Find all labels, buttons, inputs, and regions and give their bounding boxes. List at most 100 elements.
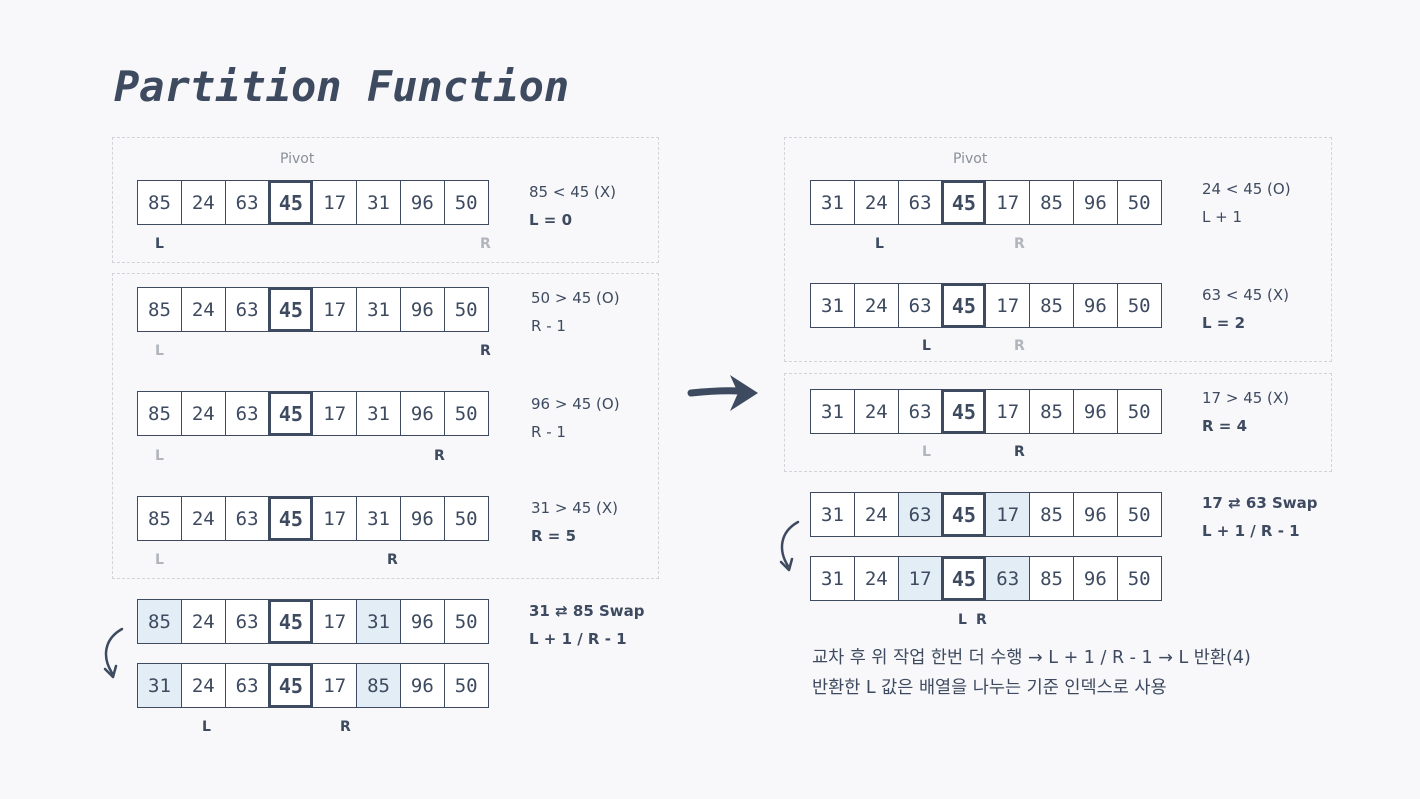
pivot-cell: 45 [268, 180, 314, 225]
array-cell: 24 [180, 391, 226, 436]
pivot-cell: 45 [941, 283, 987, 328]
array-cell: 24 [853, 180, 899, 225]
array-cell: 85 [137, 496, 182, 541]
step-condition: 63 < 45 (X) [1202, 286, 1290, 304]
step-action: R = 5 [531, 527, 576, 545]
pivot-cell: 45 [941, 556, 987, 601]
array-cell: 63 [224, 496, 270, 541]
right-pointer: R [1014, 236, 1025, 252]
array-cell: 50 [443, 663, 489, 708]
swap-label: 31 ⇄ 85 Swap [529, 602, 645, 620]
group-left-2 [112, 273, 659, 579]
array-cell: 24 [180, 599, 226, 644]
left-pointer: L [155, 448, 164, 464]
array-cell: 63 [224, 663, 270, 708]
left-pointer: L [155, 552, 164, 568]
swap-cell: 17 [985, 492, 1031, 537]
pivot-cell: 45 [941, 180, 987, 225]
array-row: 85 24 63 45 17 31 96 50 [137, 496, 489, 541]
step-condition: 85 < 45 (X) [529, 183, 617, 201]
array-cell: 31 [810, 492, 855, 537]
array-cell: 17 [312, 496, 358, 541]
array-row: 31 24 63 45 17 85 96 50 [810, 283, 1162, 328]
step-note: 85 < 45 (X) L = 0 [529, 178, 616, 234]
array-cell: 96 [1072, 492, 1118, 537]
footer-line-2: 반환한 L 값은 배열을 나누는 기준 인덱스로 사용 [812, 678, 1167, 698]
array-cell: 31 [810, 180, 855, 225]
step-action: R - 1 [531, 423, 566, 441]
pivot-cell: 45 [268, 663, 314, 708]
swap-cell: 85 [356, 663, 402, 708]
swap-cell: 85 [137, 599, 182, 644]
right-pointer: R [480, 343, 491, 359]
left-pointer: L [922, 338, 931, 354]
array-cell: 63 [897, 283, 943, 328]
left-pointer: L [958, 612, 967, 628]
array-cell: 96 [399, 180, 445, 225]
curved-arrow-icon [103, 627, 124, 679]
arrow-right-icon [687, 375, 758, 411]
step-note: 24 < 45 (O) L + 1 [1202, 175, 1291, 231]
array-cell: 50 [443, 599, 489, 644]
step-action: L + 1 [1202, 208, 1243, 226]
step-action: R - 1 [531, 317, 566, 335]
swap-cell: 63 [897, 492, 943, 537]
array-cell: 24 [180, 287, 226, 332]
page-title: Partition Function [114, 62, 570, 111]
array-cell: 96 [399, 599, 445, 644]
array-row: 85 24 63 45 17 31 96 50 [137, 180, 489, 225]
array-cell: 17 [985, 389, 1031, 434]
array-cell: 50 [443, 287, 489, 332]
pivot-cell: 45 [268, 496, 314, 541]
right-pointer: R [480, 236, 491, 252]
array-cell: 96 [399, 496, 445, 541]
left-pointer: L [875, 236, 884, 252]
step-note: 50 > 45 (O) R - 1 [531, 284, 620, 340]
array-cell: 85 [137, 180, 182, 225]
right-pointer: R [1014, 444, 1025, 460]
array-cell: 96 [1072, 283, 1118, 328]
step-condition: 31 > 45 (X) [531, 499, 619, 517]
array-cell: 31 [356, 391, 402, 436]
array-cell: 24 [853, 389, 899, 434]
swap-note: 31 ⇄ 85 Swap L + 1 / R - 1 [529, 597, 645, 653]
swap-cell: 17 [897, 556, 943, 601]
step-note: 96 > 45 (O) R - 1 [531, 390, 620, 446]
array-cell: 63 [897, 389, 943, 434]
group-left-1 [112, 137, 659, 263]
array-cell: 17 [985, 180, 1031, 225]
array-cell: 24 [180, 496, 226, 541]
array-row: 85 24 63 45 17 31 96 50 [137, 287, 489, 332]
array-cell: 50 [443, 180, 489, 225]
array-cell: 31 [810, 556, 855, 601]
step-condition: 96 > 45 (O) [531, 395, 620, 413]
array-cell: 17 [312, 663, 358, 708]
array-row: 31 24 63 45 17 85 96 50 [810, 492, 1162, 537]
step-action: L = 0 [529, 211, 573, 229]
swap-action: L + 1 / R - 1 [529, 630, 627, 648]
array-cell: 50 [1116, 180, 1162, 225]
array-cell: 85 [1029, 556, 1075, 601]
array-row: 31 24 63 45 17 85 96 50 [137, 663, 489, 708]
array-cell: 50 [1116, 556, 1162, 601]
array-cell: 24 [180, 663, 226, 708]
left-pointer: L [155, 343, 164, 359]
array-cell: 31 [356, 496, 402, 541]
array-cell: 17 [312, 180, 358, 225]
array-cell: 96 [1072, 180, 1118, 225]
array-cell: 17 [312, 287, 358, 332]
pivot-label-right: Pivot [953, 151, 988, 167]
pivot-cell: 45 [941, 492, 987, 537]
footer-explanation: 교차 후 위 작업 한번 더 수행 → L + 1 / R - 1 → L 반환… [812, 643, 1251, 703]
curved-arrow-icon [779, 520, 800, 572]
pivot-label-left: Pivot [280, 151, 315, 167]
pivot-cell: 45 [268, 599, 314, 644]
array-cell: 17 [985, 283, 1031, 328]
array-cell: 96 [1072, 556, 1118, 601]
array-cell: 31 [810, 389, 855, 434]
array-cell: 31 [810, 283, 855, 328]
step-condition: 50 > 45 (O) [531, 289, 620, 307]
swap-action: L + 1 / R - 1 [1202, 522, 1300, 540]
array-cell: 85 [1029, 283, 1075, 328]
left-pointer: L [155, 236, 164, 252]
